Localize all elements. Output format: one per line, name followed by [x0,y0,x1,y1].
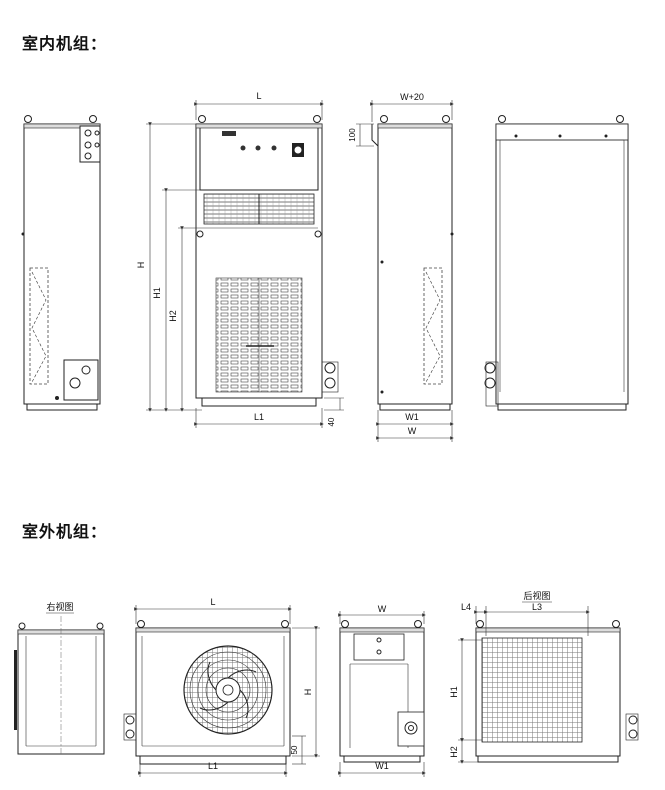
indoor-unit-title: 室内机组： [22,34,108,53]
outdoor-dim-L: L [210,597,215,607]
dim-W1: W1 [405,412,419,422]
outdoor-dim-W1: W1 [375,761,389,771]
dim-base-40: 40 [327,417,336,426]
dim-H2-rear: H2 [449,746,459,758]
dim-L4: L4 [461,602,471,612]
indoor-right-side-view [484,115,629,411]
indoor-front-dimensions: L H H1 H2 L1 40 [136,91,344,428]
dim-L3: L3 [532,602,542,612]
dim-H1-rear: H1 [449,686,459,698]
dim-H: H [136,262,146,269]
outdoor-unit-title: 室外机组： [22,522,108,541]
outdoor-dim-W: W [378,604,387,614]
right-view-caption: 右视图 [46,601,73,612]
indoor-side-view: W+20 100 W1 W [348,92,454,442]
dim-100: 100 [348,128,357,142]
outdoor-rear-view: 后视图 L4 L3 H1 H2 [449,590,639,764]
dim-H1: H1 [152,287,162,299]
outdoor-side-view: W W1 [338,604,426,777]
outdoor-right-view: 右视图 [14,601,105,755]
outdoor-dim-50: 50 [290,745,299,754]
outdoor-front-view: L H 50 L1 [123,597,320,777]
rear-view-caption: 后视图 [523,590,550,601]
indoor-left-side-view [21,115,101,411]
dim-W-plus-20: W+20 [400,92,424,102]
outdoor-dim-L1: L1 [208,761,218,771]
dim-L1: L1 [254,412,264,422]
outdoor-dim-H: H [303,689,313,696]
indoor-front-view [195,115,339,407]
dim-L: L [256,91,261,101]
dim-H2: H2 [168,310,178,322]
dim-W: W [408,426,417,436]
fan-icon [183,645,273,735]
